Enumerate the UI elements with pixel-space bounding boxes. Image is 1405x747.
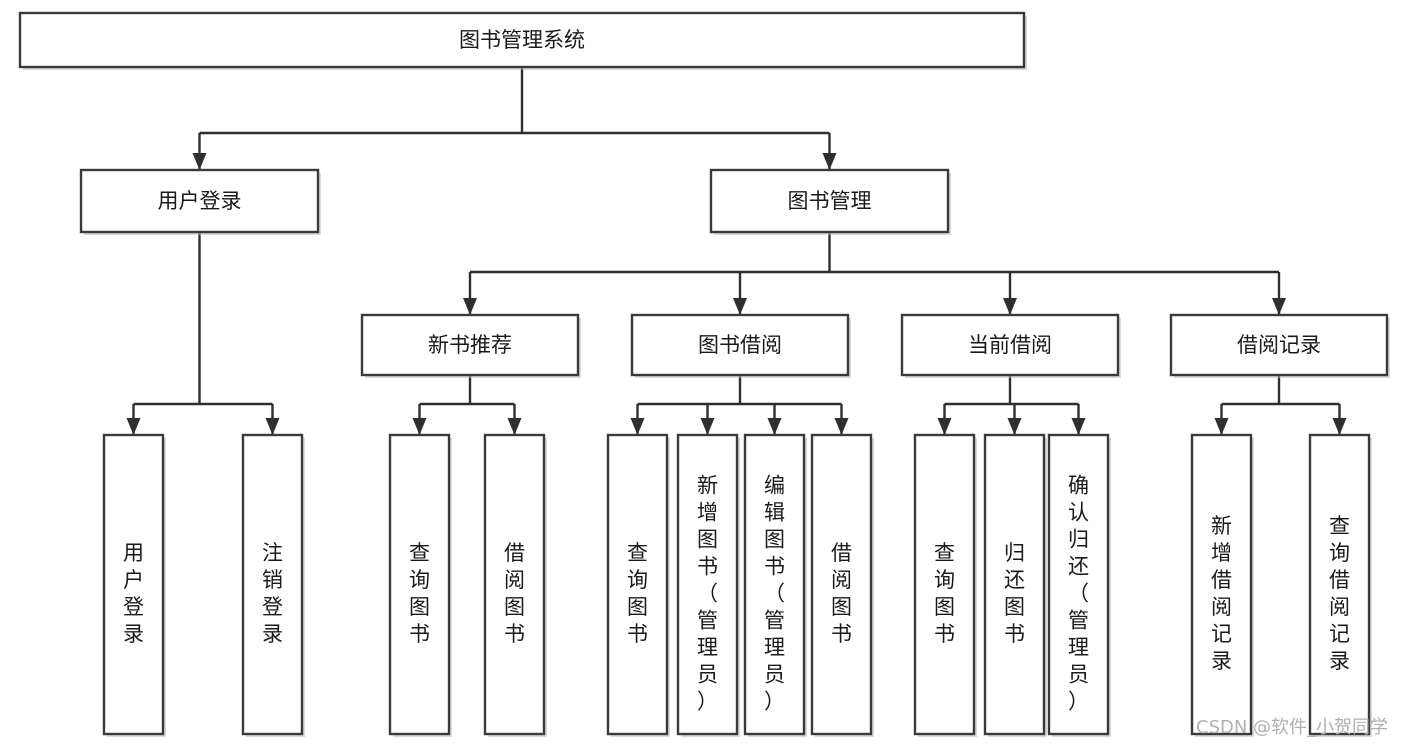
node-label: 编辑图书（管理员） bbox=[764, 474, 785, 714]
node-label: 查询图书 bbox=[627, 541, 648, 646]
node-label: 注销登录 bbox=[262, 541, 283, 646]
node-leaf-归还图书[interactable]: 归还图书 bbox=[983, 433, 1047, 737]
csdn-watermark: CSDN @软件_小贺同学 bbox=[1196, 717, 1388, 738]
node-label: 图书借阅 bbox=[698, 333, 782, 357]
arrow-head bbox=[834, 418, 849, 435]
node-rect[interactable] bbox=[241, 433, 304, 736]
node-label: 归还图书 bbox=[1004, 541, 1025, 646]
node-leaf-查询图书[interactable]: 查询图书 bbox=[388, 433, 452, 737]
node-leaf-查询图书[interactable]: 查询图书 bbox=[606, 433, 670, 737]
node-l3-新书推荐[interactable]: 新书推荐 bbox=[360, 313, 581, 378]
node-label: 图书管理系统 bbox=[459, 28, 585, 52]
node-rect[interactable] bbox=[1190, 433, 1253, 736]
node-l2-图书管理[interactable]: 图书管理 bbox=[709, 168, 951, 235]
node-layer: 图书管理系统用户登录图书管理新书推荐图书借阅当前借阅借阅记录用户登录注销登录查询… bbox=[18, 11, 1390, 737]
node-rect[interactable] bbox=[676, 433, 739, 736]
connector-group-dqjy bbox=[944, 375, 1079, 406]
node-label: 借阅记录 bbox=[1237, 333, 1321, 357]
node-rect[interactable] bbox=[102, 433, 165, 736]
node-label: 确认归还（管理员） bbox=[1068, 474, 1089, 714]
arrow-head bbox=[1214, 418, 1229, 435]
node-leaf-新增图书管理员[interactable]: 新增图书（管理员） bbox=[676, 433, 740, 737]
node-label: 当前借阅 bbox=[968, 333, 1052, 357]
node-label: 用户登录 bbox=[123, 541, 144, 646]
connector-group-tsjy bbox=[637, 375, 842, 406]
node-rect[interactable] bbox=[1047, 433, 1110, 736]
arrow-head bbox=[1332, 418, 1347, 435]
arrow-head bbox=[265, 418, 280, 435]
node-root-图书管理系统[interactable]: 图书管理系统 bbox=[18, 11, 1027, 70]
node-leaf-查询图书[interactable]: 查询图书 bbox=[913, 433, 977, 737]
connector-group-tsgl bbox=[470, 232, 1279, 274]
connector-group-yhdl bbox=[133, 232, 273, 406]
arrow-head bbox=[700, 418, 715, 435]
node-leaf-借阅图书[interactable]: 借阅图书 bbox=[483, 433, 547, 737]
node-label: 查询图书 bbox=[409, 541, 430, 646]
node-rect[interactable] bbox=[743, 433, 806, 736]
arrow-head bbox=[192, 153, 207, 170]
arrow-head bbox=[630, 418, 645, 435]
node-label: 新书推荐 bbox=[428, 333, 512, 357]
connector-group-xstj bbox=[419, 375, 515, 406]
node-rect[interactable] bbox=[900, 313, 1120, 377]
node-rect[interactable] bbox=[360, 313, 580, 377]
arrow-head bbox=[463, 298, 477, 315]
node-l3-图书借阅[interactable]: 图书借阅 bbox=[630, 313, 851, 378]
node-leaf-确认归还管理员[interactable]: 确认归还（管理员） bbox=[1047, 433, 1111, 737]
node-label: 新增借阅记录 bbox=[1211, 514, 1232, 673]
node-leaf-用户登录[interactable]: 用户登录 bbox=[102, 433, 166, 737]
node-rect[interactable] bbox=[18, 11, 1026, 69]
node-rect[interactable] bbox=[810, 433, 873, 736]
node-rect[interactable] bbox=[983, 433, 1046, 736]
node-l3-当前借阅[interactable]: 当前借阅 bbox=[900, 313, 1121, 378]
node-leaf-查询借阅记录[interactable]: 查询借阅记录 bbox=[1308, 433, 1372, 737]
node-leaf-新增借阅记录[interactable]: 新增借阅记录 bbox=[1190, 433, 1254, 737]
arrow-head bbox=[1071, 418, 1086, 435]
node-leaf-编辑图书管理员[interactable]: 编辑图书（管理员） bbox=[743, 433, 807, 737]
node-rect[interactable] bbox=[388, 433, 451, 736]
connector-group-root bbox=[199, 67, 830, 135]
node-rect[interactable] bbox=[606, 433, 669, 736]
node-label: 借阅图书 bbox=[831, 541, 852, 646]
node-rect[interactable] bbox=[630, 313, 850, 377]
node-label: 新增图书（管理员） bbox=[697, 474, 718, 714]
arrow-head bbox=[412, 418, 427, 435]
node-rect[interactable] bbox=[709, 168, 950, 234]
arrow-head bbox=[507, 418, 522, 435]
node-label: 查询借阅记录 bbox=[1329, 514, 1350, 673]
arrow-head bbox=[1272, 298, 1286, 315]
node-leaf-注销登录[interactable]: 注销登录 bbox=[241, 433, 305, 737]
node-label: 借阅图书 bbox=[504, 541, 525, 646]
node-l2-用户登录[interactable]: 用户登录 bbox=[79, 168, 321, 235]
node-label: 用户登录 bbox=[158, 189, 242, 213]
node-rect[interactable] bbox=[1169, 313, 1389, 377]
node-rect[interactable] bbox=[79, 168, 320, 234]
arrow-head bbox=[937, 418, 952, 435]
arrow-head bbox=[1003, 298, 1017, 315]
node-leaf-借阅图书[interactable]: 借阅图书 bbox=[810, 433, 874, 737]
node-rect[interactable] bbox=[913, 433, 976, 736]
node-l3-借阅记录[interactable]: 借阅记录 bbox=[1169, 313, 1390, 378]
node-rect[interactable] bbox=[483, 433, 546, 736]
connector-layer bbox=[126, 67, 1347, 435]
node-rect[interactable] bbox=[1308, 433, 1371, 736]
node-label: 图书管理 bbox=[788, 189, 872, 213]
arrow-head bbox=[1007, 418, 1022, 435]
arrow-head bbox=[126, 418, 141, 435]
arrow-head bbox=[822, 153, 837, 170]
watermark-layer: CSDN @软件_小贺同学 bbox=[1196, 717, 1388, 738]
arrow-head bbox=[733, 298, 747, 315]
arrow-head bbox=[767, 418, 782, 435]
node-label: 查询图书 bbox=[934, 541, 955, 646]
connector-group-jyjl bbox=[1221, 375, 1340, 406]
